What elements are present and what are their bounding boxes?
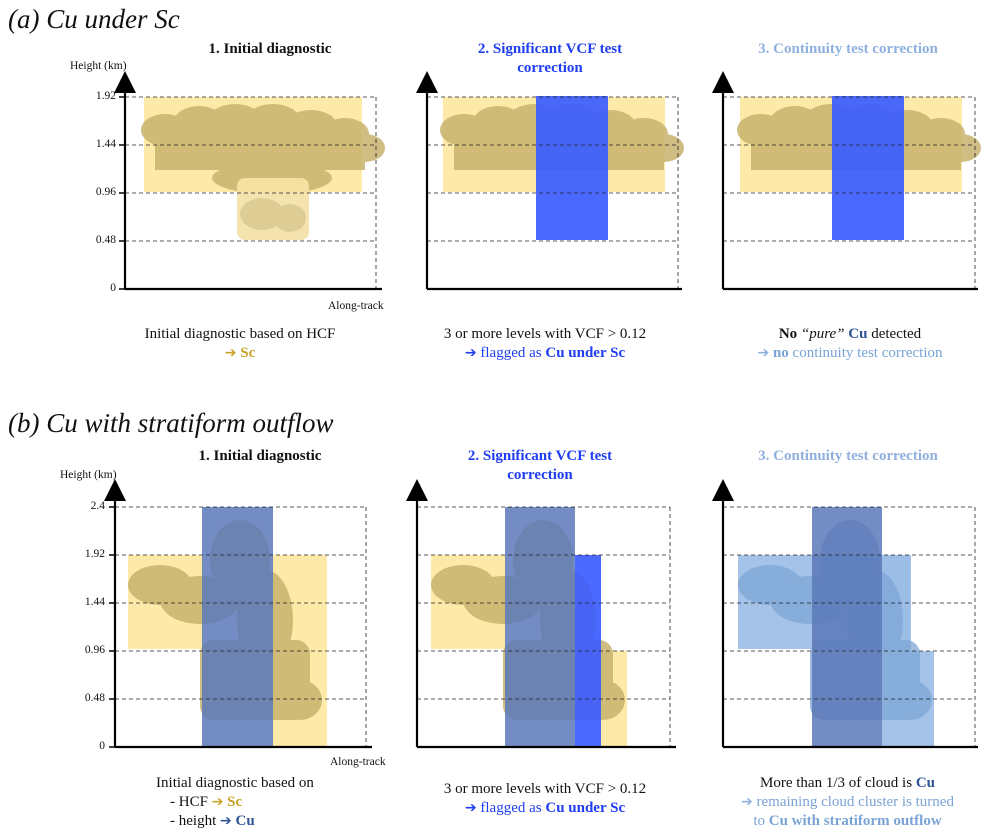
- y-tick-label: 0: [99, 740, 105, 752]
- y-tick-label: 0.96: [95, 186, 116, 198]
- x-axis-label: Along-track: [330, 756, 386, 768]
- caption-rest: continuity test correction: [792, 345, 943, 361]
- cu-region: [202, 507, 273, 747]
- y-tick-label: 0.48: [95, 234, 116, 246]
- panel-a1-title: 1. Initial diagnostic: [208, 41, 332, 57]
- caption-no-bold: no: [772, 345, 789, 361]
- caption-pure: “pure”: [800, 326, 845, 342]
- cu-region: [505, 507, 575, 747]
- panel-a2-title-line1: 2. Significant VCF test: [477, 41, 623, 57]
- right-arrow-icon: ➔: [741, 794, 753, 810]
- panel-b3-plot: [712, 479, 978, 749]
- panel-b1-caption: Initial diagnostic based on - HCF ➔ Sc -…: [120, 774, 350, 831]
- panel-a3-plot: [712, 71, 981, 291]
- y-tick-label: 2.4: [90, 500, 105, 512]
- section-b-heading: (b) Cu with stratiform outflow: [8, 408, 334, 438]
- y-tick-label: 1.92: [95, 90, 116, 102]
- panel-b2-plot: [406, 479, 676, 749]
- result-sc: Sc: [227, 794, 243, 810]
- right-arrow-icon: ➔: [211, 794, 224, 810]
- y-tick-label: 0.48: [84, 692, 105, 704]
- caption-bold: Cu under Sc: [545, 345, 626, 361]
- vcf-correction-region: [832, 96, 904, 240]
- caption-detected: detected: [871, 326, 922, 342]
- panel-b2-caption: 3 or more levels with VCF > 0.12 ➔ flagg…: [410, 780, 680, 818]
- panel-a2-title: 2. Significant VCF test correction: [440, 40, 660, 78]
- caption-bold: Cu with stratiform outflow: [768, 813, 942, 829]
- caption-line: Initial diagnostic based on HCF: [144, 326, 336, 342]
- panel-a1-caption: Initial diagnostic based on HCF ➔ Sc: [120, 325, 360, 363]
- caption-bold: Cu under Sc: [545, 800, 626, 816]
- y-tick-label: 1.44: [84, 596, 105, 608]
- item-hcf: - HCF: [170, 794, 208, 810]
- caption-cu: Cu: [848, 326, 868, 342]
- panel-b2-title: 2. Significant VCF test correction: [430, 447, 650, 485]
- caption-pre: flagged as: [480, 345, 542, 361]
- panel-a3-caption: No “pure” Cu detected ➔ no continuity te…: [720, 325, 980, 363]
- y-tick-label: 0.96: [84, 644, 105, 656]
- panel-a2-plot: [416, 71, 684, 291]
- panel-b3-caption: More than 1/3 of cloud is Cu ➔ remaining…: [715, 774, 980, 831]
- x-axis-label: Along-track: [328, 300, 384, 312]
- caption-line: 3 or more levels with VCF > 0.12: [443, 781, 647, 797]
- panel-b1-title: 1. Initial diagnostic: [198, 448, 322, 464]
- caption-line: remaining cloud cluster is turned: [756, 794, 954, 810]
- right-arrow-icon: ➔: [224, 345, 237, 361]
- y-axis-label: Height (km): [60, 469, 117, 481]
- cloud-icon: [141, 104, 385, 240]
- panel-a1-plot: [114, 71, 385, 291]
- caption-line: 3 or more levels with VCF > 0.12: [443, 326, 647, 342]
- right-arrow-icon: ➔: [464, 800, 477, 816]
- panel-b2-title-line2: correction: [507, 467, 573, 483]
- y-tick-label: 0: [110, 282, 116, 294]
- item-height: - height: [170, 813, 217, 829]
- result-sc: Sc: [240, 345, 256, 361]
- vcf-correction-region: [536, 96, 608, 240]
- caption-pre: to: [753, 813, 765, 829]
- caption-cu: Cu: [915, 775, 935, 791]
- y-tick-label: 1.92: [84, 548, 105, 560]
- right-arrow-icon: ➔: [464, 345, 477, 361]
- caption-line: Initial diagnostic based on: [156, 775, 314, 791]
- panel-a2-caption: 3 or more levels with VCF > 0.12 ➔ flagg…: [410, 325, 680, 363]
- right-arrow-icon: ➔: [220, 813, 232, 829]
- y-tick-label: 1.44: [95, 138, 116, 150]
- caption-no: No: [778, 326, 798, 342]
- right-arrow-icon: ➔: [757, 345, 770, 361]
- section-a-heading: (a) Cu under Sc: [8, 4, 180, 34]
- panel-b2-title-line1: 2. Significant VCF test: [467, 448, 613, 464]
- y-axis-label: Height (km): [70, 60, 127, 72]
- panel-a2-title-line2: correction: [517, 60, 583, 76]
- panel-b3-title: 3. Continuity test correction: [758, 448, 938, 464]
- caption-pre: More than 1/3 of cloud is: [760, 775, 913, 791]
- panel-a3-title: 3. Continuity test correction: [758, 41, 938, 57]
- result-cu: Cu: [235, 813, 255, 829]
- panel-b1-plot: [104, 479, 372, 749]
- caption-pre: flagged as: [480, 800, 542, 816]
- cu-region: [812, 507, 882, 747]
